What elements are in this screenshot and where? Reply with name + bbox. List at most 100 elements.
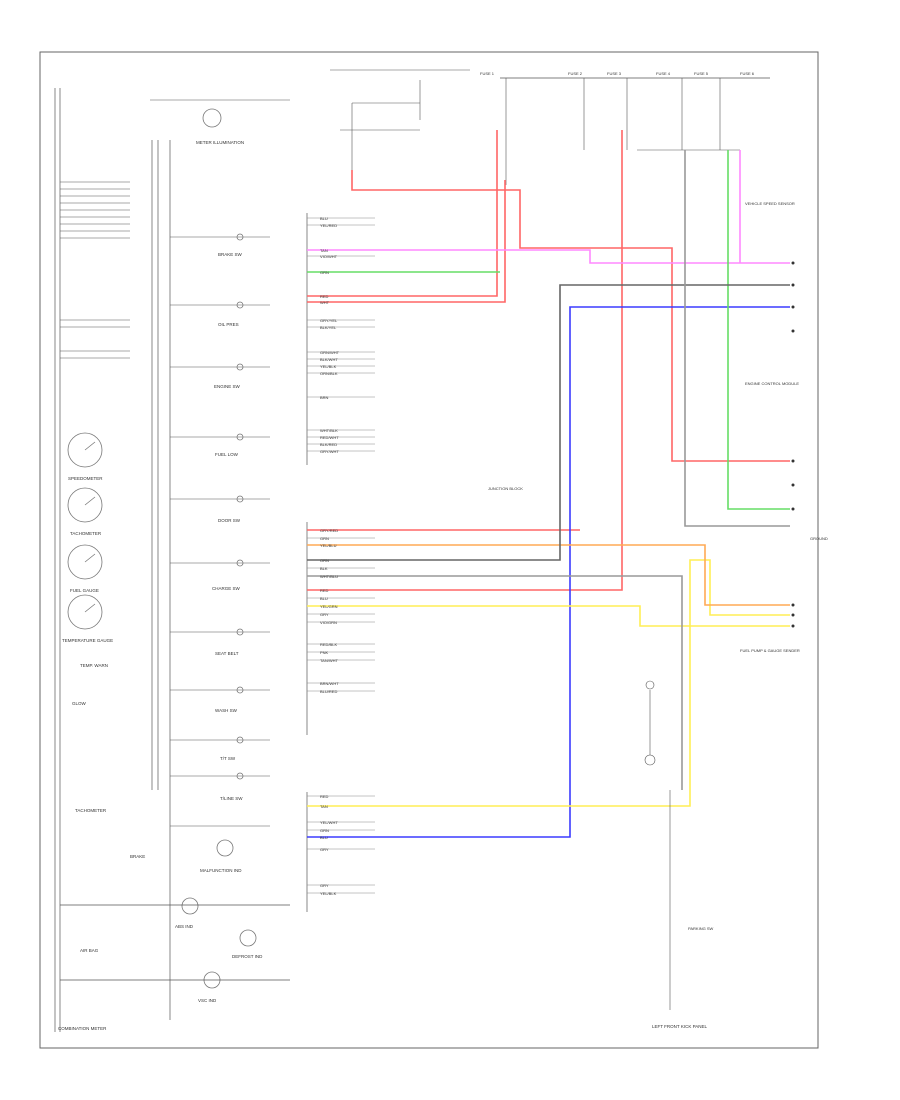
switch-label-5: CHARGE SW [212, 586, 241, 591]
switch-label-9: T/LINE SW [220, 796, 243, 801]
svg-text:TAN: TAN [320, 804, 328, 809]
switch-label-8: T/T SW [220, 756, 236, 761]
svg-text:BLU: BLU [320, 216, 328, 221]
svg-text:VIO/WHT: VIO/WHT [320, 254, 338, 259]
svg-text:GRY: GRY [320, 612, 329, 617]
wire-gray-dark [307, 150, 790, 790]
svg-text:YEL/BLK: YEL/BLK [320, 364, 337, 369]
fuse-label-1: FUSE 2 [568, 71, 583, 76]
switch-label-0: BRAKE SW [218, 252, 243, 257]
cluster-pin-stubs [60, 181, 130, 359]
gauge-speedometer [67, 432, 103, 468]
lower-right-chain [644, 680, 671, 1010]
footer-right-label: LEFT FRONT KICK PANEL [652, 1024, 708, 1029]
fuse-label-5: FUSE 6 [740, 71, 755, 76]
right-connector-pins [791, 261, 795, 628]
svg-text:BLK/WHT: BLK/WHT [320, 357, 338, 362]
fuse-drops [505, 78, 740, 185]
connector-block-2 [307, 319, 375, 452]
svg-text:PNK: PNK [320, 650, 329, 655]
gauge-label-tachometer: TACHOMETER [70, 531, 102, 536]
fuse-label-2: FUSE 3 [607, 71, 622, 76]
svg-text:TAN: TAN [320, 248, 328, 253]
switch-label-1: OIL PRES [218, 322, 239, 327]
gauge-temperature [67, 594, 103, 630]
wire-blue [307, 306, 790, 838]
svg-text:GRY/YEL: GRY/YEL [320, 318, 338, 323]
svg-text:GRY/WHT: GRY/WHT [320, 449, 339, 454]
svg-text:ORN: ORN [320, 558, 329, 563]
svg-text:GRY/RED: GRY/RED [320, 528, 338, 533]
sensor-right-top: VEHICLE SPEED SENSOR [745, 201, 795, 206]
diagram-frame [39, 51, 819, 1049]
connector-block-4 [307, 795, 375, 850]
sensor-right-mid: ENGINE CONTROL MODULE [745, 381, 799, 386]
switch-label-6: SEAT BELT [215, 651, 239, 656]
svg-text:BLU: BLU [320, 596, 328, 601]
svg-text:YEL/WHT: YEL/WHT [320, 820, 338, 825]
switch-label-4: DOOR SW [218, 518, 241, 523]
gauge-label-fuel: FUEL GAUGE [70, 588, 99, 593]
fuse-label-4: FUSE 5 [694, 71, 709, 76]
svg-text:TAN/WHT: TAN/WHT [320, 658, 338, 663]
svg-text:YEL/BLU: YEL/BLU [320, 543, 337, 548]
svg-text:YEL/BLK: YEL/BLK [320, 891, 337, 896]
svg-text:ORN/BLK: ORN/BLK [320, 371, 338, 376]
svg-text:GRN: GRN [320, 828, 329, 833]
switch-rows [170, 236, 270, 827]
svg-text:WHT: WHT [320, 300, 330, 305]
svg-text:VIO/GRN: VIO/GRN [320, 620, 337, 625]
pin-labels-block-1: BLU YEL/RED TAN VIO/WHT GRN RED WHT [320, 216, 338, 305]
svg-text:RED: RED [320, 294, 329, 299]
switch-label-3: FUEL LOW [215, 452, 239, 457]
svg-text:RED/WHT: RED/WHT [320, 435, 339, 440]
connector-block-5 [307, 884, 375, 894]
svg-text:WHT/BLU: WHT/BLU [320, 574, 338, 579]
svg-text:RED/BLK: RED/BLK [320, 642, 337, 647]
pin-labels-block-4: RED TAN YEL/WHT GRN BLU GRY [320, 794, 338, 852]
lamp-label-2: DEFROST IND [232, 954, 263, 959]
lamp-label-0: MALFUNCTION IND [200, 868, 242, 873]
switch-label-7: WASH SW [215, 708, 238, 713]
pin-labels-block-3: GRY/RED GRN YEL/BLU ORN BLK WHT/BLU RED … [320, 528, 339, 694]
svg-text:GRY: GRY [320, 883, 329, 888]
fuse-label-0: FUSE 1 [480, 71, 495, 76]
junction-block-label: JUNCTION BLOCK [488, 486, 523, 491]
wire-orange [307, 544, 790, 606]
indicator-label-glow: GLOW [72, 701, 87, 706]
wire-yellow [307, 559, 790, 807]
footer-left-label: COMBINATION METER [58, 1026, 107, 1031]
svg-text:BLU: BLU [320, 835, 328, 840]
svg-text:GRN: GRN [320, 536, 329, 541]
lamp-label-1: ABS IND [175, 924, 194, 929]
gauge-label-temperature: TEMPERATURE GAUGE [62, 638, 113, 643]
wire-pink [307, 150, 790, 264]
gauge-tachometer [67, 487, 103, 523]
meter-illumination-bulb [150, 99, 290, 128]
svg-text:RED: RED [320, 794, 329, 799]
svg-text:BLU/RED: BLU/RED [320, 689, 337, 694]
meter-illumination-label: METER ILLUMINATION [196, 140, 244, 145]
svg-text:BLK: BLK [320, 566, 328, 571]
indicator-label-brake: BRAKE [130, 854, 145, 859]
ignition-switch-lines [330, 69, 470, 170]
svg-text:BRN: BRN [320, 395, 329, 400]
svg-text:BLK/YEL: BLK/YEL [320, 325, 337, 330]
svg-text:BLK/RED: BLK/RED [320, 442, 337, 447]
connector-block-1 [307, 217, 375, 303]
indicator-label-temp-warn: TEMP. WARN [80, 663, 108, 668]
connector-block-3 [307, 529, 375, 692]
lamp-label-3: VSC IND [198, 998, 217, 1003]
wire-green [307, 150, 790, 510]
gauge-label-speedometer: SPEEDOMETER [68, 476, 103, 481]
indicator-label-tachometer: TACHOMETER [75, 808, 107, 813]
gauge-fuel [67, 544, 103, 580]
svg-text:GRN: GRN [320, 270, 329, 275]
pin-labels-block-2: GRY/YEL BLK/YEL GRN/WHT BLK/WHT YEL/BLK … [320, 318, 340, 454]
svg-text:WHT/BLK: WHT/BLK [320, 428, 338, 433]
indicator-label-airbag: AIR BAG [80, 948, 99, 953]
svg-text:GRY: GRY [320, 847, 329, 852]
svg-text:BRN/WHT: BRN/WHT [320, 681, 339, 686]
switch-label-10: PARKING SW [688, 926, 713, 931]
